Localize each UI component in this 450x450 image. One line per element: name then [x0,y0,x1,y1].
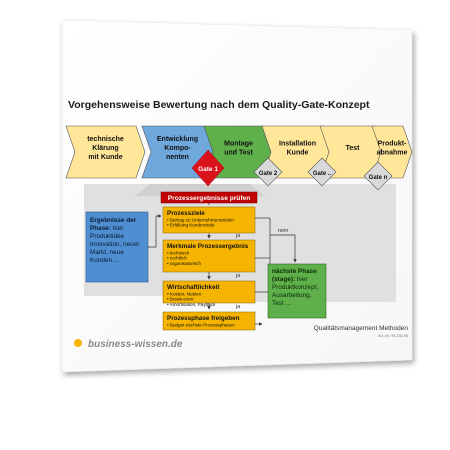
phase-label-6: Produkt-abnahme [377,141,408,157]
gate-2-label: Gate 2 [259,171,278,177]
review-step-bullet: • Erfüllung Kundenziele [167,223,215,228]
ja-label-2: ja [235,273,241,279]
nein-label: nein [278,228,288,234]
review-step-bullet: • Kosten, Nutzen [167,292,202,297]
review-step-title: Wirtschaftlichkeit [167,284,220,291]
review-step-title: Prozessphase freigeben [167,315,240,322]
review-step-bullet: • Budget nächste Prozessphasen [167,323,235,328]
review-step-1: Prozessziele• Beitrag zu Unternehmenszie… [162,206,256,234]
review-step-bullet: • Beitrag zu Unternehmenszielen [167,218,234,223]
ja-label-1: ja [235,233,241,239]
review-step-title: Merkmale Prozessergebnis [167,243,249,250]
review-steps: Prozessziele• Beitrag zu Unternehmenszie… [162,206,256,331]
review-step-bullet: • organisatorisch [167,261,201,266]
svg-text:Ergebnisse der: Ergebnisse der [90,217,137,224]
gate-2-diamond: Gate 2 [253,157,283,187]
gate-1-label: Gate 1 [198,166,218,173]
phase-label-5: Test [346,145,361,152]
footer-category: Qualitätsmanagement Methoden [314,325,409,332]
review-step-bullet: • Break-even [167,297,194,302]
review-step-4: Prozessphase freigeben• Budget nächste P… [162,311,256,331]
review-step-title: Prozessziele [167,210,205,217]
footer-article-number: Art.-Nr. 96.230.06 [378,334,408,338]
phase-chevron-6: Produkt-abnahme [371,125,413,179]
review-step-bullet: • technisch [167,251,190,256]
review-header-label: Prozessergebnisse prüfen [168,195,250,202]
review-step-bullet: • Amortisation, Payback [167,302,216,307]
review-header: Prozessergebnisse prüfen [160,191,258,204]
brand-dot-icon [74,339,82,347]
gate-3-diamond: Gate .. [307,157,337,187]
review-step-3: Wirtschaftlichkeit• Kosten, Nutzen• Brea… [162,280,256,307]
footer: business-wissen.de Qualitätsmanagement M… [74,325,408,350]
diagram-title: Vorgehensweise Bewertung nach dem Qualit… [68,99,370,111]
gate-n-label: Gate n [369,175,388,181]
gate-n-diamond: Gate n [363,161,393,191]
ja-label-3: ja [235,304,241,310]
gate-3-label: Gate .. [313,171,332,177]
results-title-line1: Ergebnisse der [90,217,137,224]
review-step-bullet: • rechtlich [167,256,187,261]
gate-1-diamond: Gate 1 [191,149,225,187]
review-step-2: Merkmale Prozessergebnis• technisch• rec… [162,239,256,273]
brand-name: business-wissen.de [88,339,183,350]
